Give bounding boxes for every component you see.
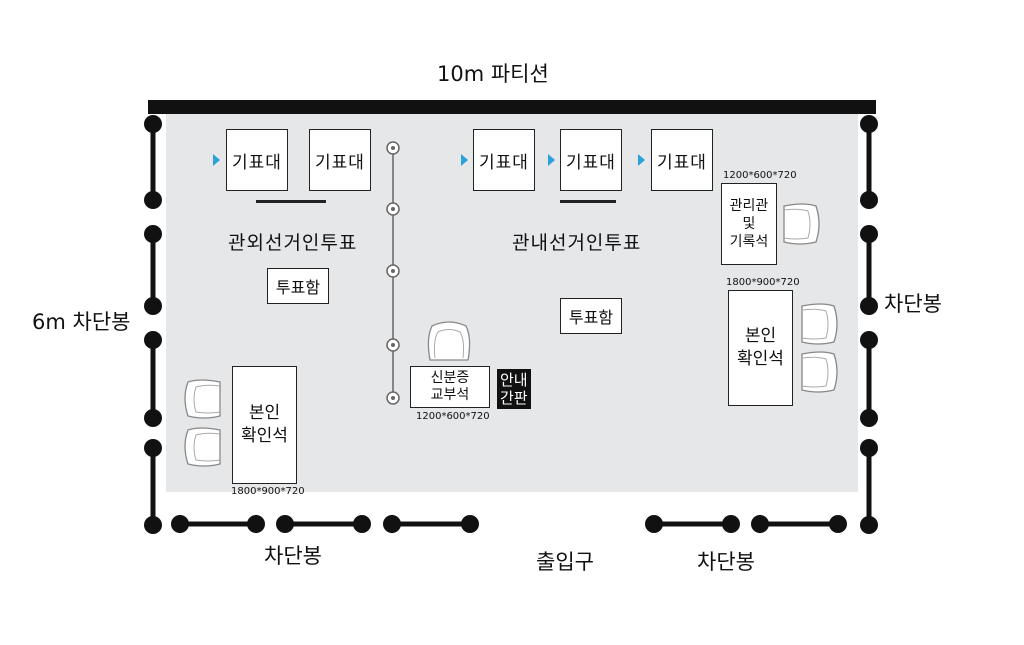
booth-entry-marker-icon [548,154,555,166]
chair-icon [184,379,221,419]
top-partition-wall [148,100,876,114]
manager-desk-dims: 1200*600*720 [723,170,797,181]
id-card-issue-desk: 신분증 교부석 [410,366,490,408]
voting-booth: 기표대 [473,129,535,191]
entrance-label: 출입구 [536,550,594,574]
desk-label-line: 본인 [744,326,777,347]
right-barrier-label: 차단봉 [884,292,942,316]
bottom-left-barrier-label: 차단봉 [264,544,322,568]
desk-label-line: 관리관 [729,197,769,214]
chair-icon [184,427,221,467]
voting-booth: 기표대 [651,129,713,191]
id-card-desk-dims: 1200*600*720 [416,411,490,422]
booth-desk-line [256,200,326,203]
voting-booth: 기표대 [309,129,371,191]
sign-line: 안내 [500,371,528,389]
left-id-desk-dims: 1800*900*720 [231,486,305,497]
left-zone-title: 관외선거인투표 [228,232,358,254]
booth-entry-marker-icon [638,154,645,166]
left-id-check-desk: 본인 확인석 [232,366,297,484]
booth-entry-marker-icon [461,154,468,166]
partition-title: 10m 파티션 [437,62,549,86]
booth-entry-marker-icon [213,154,220,166]
right-zone-title: 관내선거인투표 [512,232,642,254]
left-ballot-box: 투표함 [267,268,329,304]
booth-desk-line [560,200,616,203]
chair-icon [801,303,838,345]
chair-icon [427,321,471,361]
desk-label-line: 확인석 [737,349,784,369]
chair-icon [783,203,820,245]
sign-line: 간판 [500,389,528,407]
voting-booth: 기표대 [226,129,288,191]
bottom-right-barrier-label: 차단봉 [697,550,755,574]
chair-icon [801,351,838,393]
right-id-desk-dims: 1800*900*720 [726,277,800,288]
desk-label-line: 신분증 [430,370,470,387]
right-id-check-desk: 본인 확인석 [728,290,793,406]
guide-sign: 안내 간판 [497,369,531,409]
desk-label-line: 확인석 [241,426,288,446]
desk-label-line: 기록석 [729,234,769,251]
desk-label-line: 및 [742,215,756,232]
left-barrier-label: 6m 차단봉 [32,310,131,334]
desk-label-line: 본인 [248,403,281,424]
desk-label-line: 교부석 [430,387,470,403]
manager-record-desk: 관리관 및 기록석 [721,183,777,265]
right-ballot-box: 투표함 [560,298,622,334]
voting-booth: 기표대 [560,129,622,191]
